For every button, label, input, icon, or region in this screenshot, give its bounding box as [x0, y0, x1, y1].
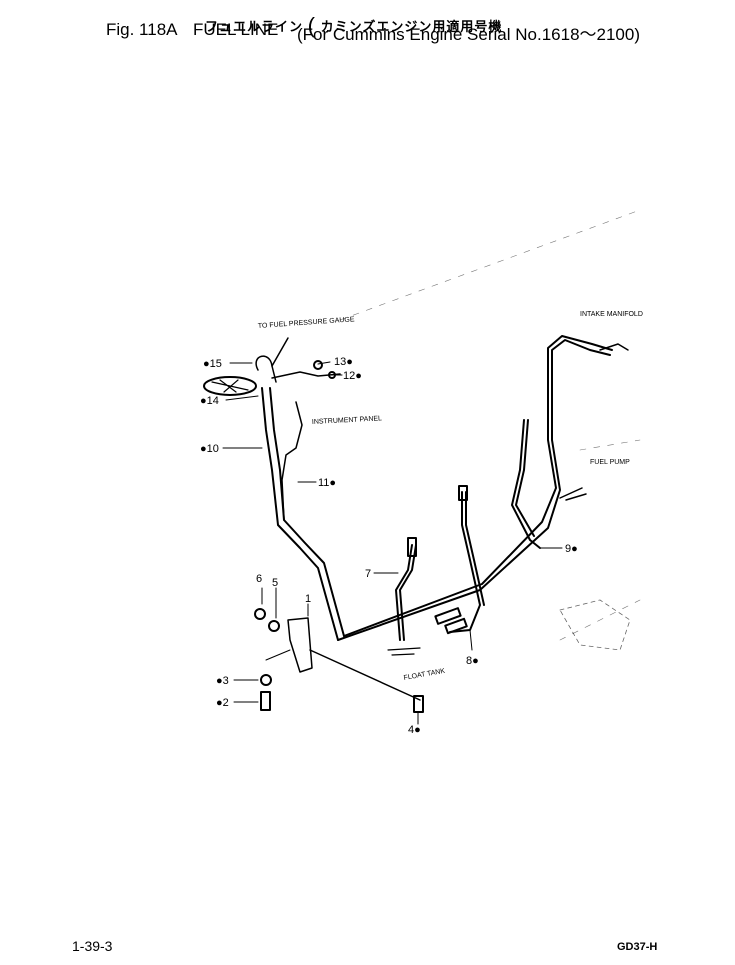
part-label-9: 9●	[565, 543, 578, 555]
part-label-14: ●14	[200, 395, 219, 407]
fuel-pipe-10	[261, 387, 339, 641]
part-label-13: 13●	[334, 356, 353, 368]
fuel-pipe-7	[395, 544, 413, 641]
part-label-12: 12●	[343, 370, 362, 382]
annotation-fuel-pressure-gauge: TO FUEL PRESSURE GAUGE	[258, 316, 355, 330]
bracket-bolt-line	[309, 649, 421, 701]
japanese-subtitle-text: カミンズエンジン用適用号機	[320, 19, 503, 34]
annotation-float-tank: FLOAT TANK	[403, 668, 446, 682]
fuel-main-pipe-9	[337, 339, 611, 641]
fitting-7	[407, 537, 417, 557]
fuel-main-pipe-9-inner	[343, 335, 613, 637]
page-title: FUEL LINE	[193, 20, 279, 39]
part-label-1: 1	[305, 593, 311, 605]
annotation-intake-manifold: INTAKE MANIFOLD	[580, 311, 643, 318]
washer-3	[260, 674, 272, 686]
float-tank-clamp	[387, 647, 421, 656]
fitting-8b	[434, 607, 462, 625]
annotation-instrument-panel: INSTRUMENT PANEL	[312, 415, 383, 426]
part-label-8: 8●	[466, 655, 479, 667]
part-label-4: 4●	[408, 724, 421, 736]
part-label-7: 7	[365, 568, 371, 580]
model-code: GD37-H	[617, 941, 658, 953]
washer-5	[268, 620, 280, 632]
fitting-8c	[444, 617, 468, 635]
fuel-pipe-9b-inner	[515, 419, 535, 537]
page-number: 1-39-3	[72, 938, 113, 954]
subtitle-text: For Cummins Engine Serial No.1618～2100	[302, 25, 635, 44]
panel-grommet-14	[203, 376, 257, 396]
figure-number: Fig. 118A	[106, 20, 178, 39]
page-subtitle: (For Cummins Engine Serial No.1618～2100)	[297, 25, 641, 44]
bracket-1	[287, 617, 313, 673]
part-label-15: ●15	[203, 358, 222, 370]
part-label-2: ●2	[216, 697, 229, 709]
open-paren: (	[307, 13, 316, 38]
fuel-pipe-7-inner	[399, 544, 417, 641]
fuel-pipe-8-inner	[465, 491, 485, 606]
part-label-5: 5	[272, 577, 278, 589]
fuel-pipe-9b	[511, 419, 541, 549]
gauge-line	[271, 337, 289, 367]
fitting-8a	[458, 485, 468, 501]
part-label-3: ●3	[216, 675, 229, 687]
part-label-10: ●10	[200, 443, 219, 455]
part-label-11: 11●	[318, 477, 336, 489]
fuel-pump-fitting	[559, 487, 587, 501]
japanese-title-text: フュエルライン	[205, 19, 304, 34]
part-label-6: 6	[256, 573, 262, 585]
annotation-fuel-pump: FUEL PUMP	[590, 459, 630, 466]
fuel-pipe-8	[449, 491, 481, 633]
intake-fitting	[599, 343, 629, 351]
nut-6	[254, 608, 266, 620]
japanese-title: フュエルライン ( カミンズエンジン用適用号機	[205, 4, 502, 44]
bolt-2	[260, 691, 271, 711]
engine-component	[559, 599, 631, 651]
fuel-hose-11	[281, 401, 303, 521]
